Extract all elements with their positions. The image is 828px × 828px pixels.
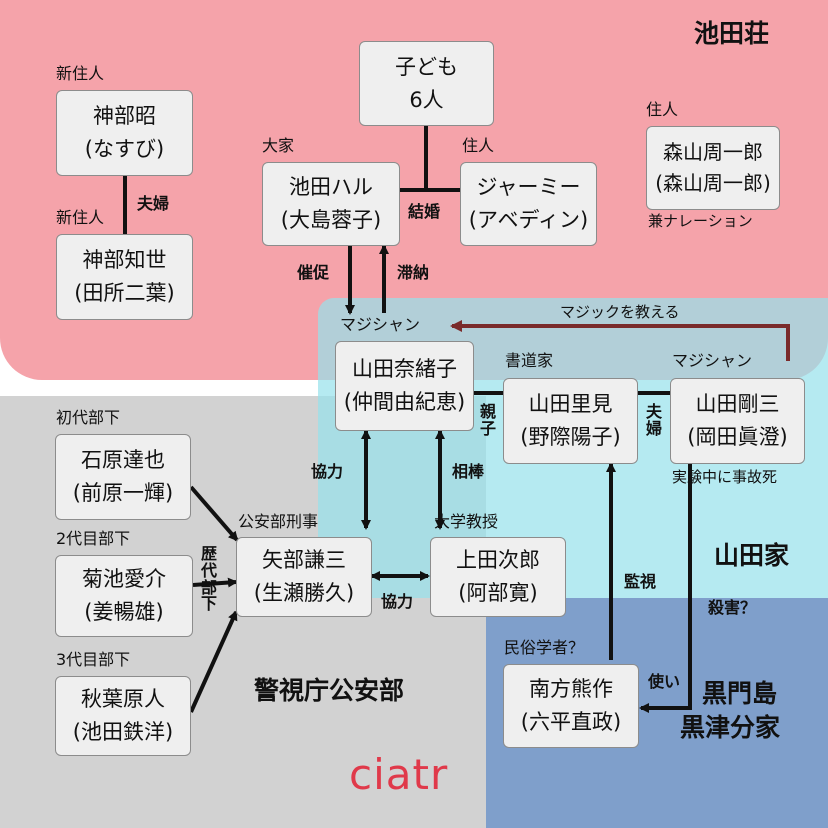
moriyama-name: 森山周一郎 [663, 140, 763, 164]
ikeda-haru-actor: (大島蓉子) [280, 208, 382, 232]
tsukai-arrow [639, 464, 692, 713]
aibou-label: 相棒 [452, 462, 485, 481]
kanbe-chise-card: 神部知世 (田所二葉) [56, 234, 193, 320]
ishihara-to-yabe-arrow [189, 485, 239, 542]
kokumon-region-name-1: 黒門島 [702, 679, 778, 708]
moriyama-note: 兼ナレーション [648, 212, 753, 230]
satomi-name: 山田里見 [528, 392, 613, 417]
rekidai-buka-label: 歴代部下 [200, 544, 217, 614]
jamie-actor: (アベディン) [468, 208, 589, 232]
kikuchi-to-yabe-arrow [192, 577, 238, 588]
akihabara-actor: (池田鉄洋) [72, 720, 174, 744]
akihabara-to-yabe-arrow [189, 610, 238, 713]
naoko-role: マジシャン [340, 315, 421, 334]
tainou-label: 滞納 [397, 263, 430, 282]
ciatr-logo: ciatr [349, 750, 449, 799]
akihabara-name: 秋葉原人 [81, 687, 165, 712]
koan-region-name: 警視庁公安部 [254, 676, 405, 705]
fuufu-kanbe-label: 夫婦 [137, 194, 170, 213]
kanbe-akira-name: 神部昭 [93, 104, 156, 129]
kikuchi-role: 2代目部下 [56, 529, 131, 548]
children-card: 子ども 6人 [359, 41, 494, 126]
children-line1: 子ども [395, 54, 458, 79]
tsukai-label: 使い [648, 672, 681, 691]
ikeda-haru-role: 大家 [262, 136, 295, 155]
fuufu-yamada-label: 夫婦 [645, 402, 662, 438]
jamie-card: ジャーミー (アベディン) [460, 162, 597, 246]
yabe-card: 矢部謙三 (生瀬勝久) [236, 537, 372, 617]
satsugai-label: 殺害？ [708, 598, 757, 617]
children-line2: 6人 [409, 87, 444, 112]
magic-arrow [450, 320, 790, 361]
gozo-note: 実験中に事故死 [672, 468, 778, 486]
satomi-role: 書道家 [505, 351, 554, 370]
minakata-name: 南方熊作 [529, 677, 613, 702]
kanbe-chise-actor: (田所二葉) [74, 281, 175, 305]
ueda-card: 上田次郎 (阿部寛) [430, 537, 566, 617]
satomi-card: 山田里見 (野際陽子) [503, 378, 638, 464]
gozo-actor: (岡田眞澄) [687, 425, 788, 449]
jamie-role: 住人 [462, 136, 495, 155]
oyako-label: 親子 [479, 402, 496, 438]
kanbe-chise-role: 新住人 [56, 208, 105, 227]
jamie-name: ジャーミー [476, 175, 581, 200]
minakata-card: 南方熊作 (六平直政) [503, 664, 639, 748]
naoko-actor: (仲間由紀恵) [343, 390, 466, 414]
gozo-card: 山田剛三 (岡田眞澄) [670, 378, 805, 464]
ikeda-region-name: 池田荘 [694, 19, 770, 48]
naoko-name: 山田奈緒子 [352, 357, 457, 382]
satomi-actor: (野際陽子) [520, 425, 621, 449]
minakata-role: 民俗学者？ [504, 638, 585, 657]
yabe-actor: (生瀬勝久) [253, 581, 355, 605]
gozo-role: マジシャン [672, 351, 753, 370]
kekkon-label: 結婚 [408, 202, 441, 221]
kanbe-akira-actor: (なすび) [84, 137, 165, 161]
kanshi-label: 監視 [624, 572, 657, 591]
ikeda-haru-name: 池田ハル [289, 175, 373, 200]
kanbe-akira-card: 神部昭 (なすび) [56, 90, 193, 176]
kyouryoku-2-label: 協力 [381, 592, 414, 611]
kokumon-region-name-2: 黒津分家 [680, 713, 781, 742]
naoko-card: 山田奈緒子 (仲間由紀恵) [335, 341, 474, 431]
moriyama-role: 住人 [646, 100, 679, 119]
ueda-role: 大学教授 [434, 512, 499, 531]
kikuchi-actor: (姜暢雄) [84, 600, 164, 624]
magic-label: マジックを教える [560, 303, 680, 321]
ueda-actor: (阿部寛) [458, 581, 538, 605]
ishihara-role: 初代部下 [56, 408, 121, 427]
yabe-role: 公安部刑事 [238, 512, 319, 531]
kanbe-akira-role: 新住人 [56, 64, 105, 83]
kikuchi-name: 菊池愛介 [82, 567, 166, 592]
ikeda-haru-card: 池田ハル (大島蓉子) [262, 162, 400, 246]
kyouryoku-1-label: 協力 [311, 462, 344, 481]
yamada-region-name: 山田家 [714, 541, 790, 570]
akihabara-card: 秋葉原人 (池田鉄洋) [55, 676, 191, 756]
moriyama-actor: (森山周一郎) [655, 171, 771, 195]
gozo-name: 山田剛三 [695, 392, 780, 417]
akihabara-role: 3代目部下 [56, 650, 131, 669]
ishihara-actor: (前原一輝) [72, 481, 174, 505]
ishihara-card: 石原達也 (前原一輝) [55, 434, 191, 520]
moriyama-card: 森山周一郎 (森山周一郎) [646, 126, 780, 210]
ueda-name: 上田次郎 [456, 548, 540, 573]
saisoku-label: 催促 [297, 263, 330, 282]
kikuchi-card: 菊池愛介 (姜暢雄) [55, 555, 193, 637]
kanbe-chise-name: 神部知世 [82, 248, 167, 273]
ishihara-name: 石原達也 [81, 448, 165, 473]
yabe-name: 矢部謙三 [262, 548, 346, 573]
minakata-actor: (六平直政) [520, 710, 622, 734]
